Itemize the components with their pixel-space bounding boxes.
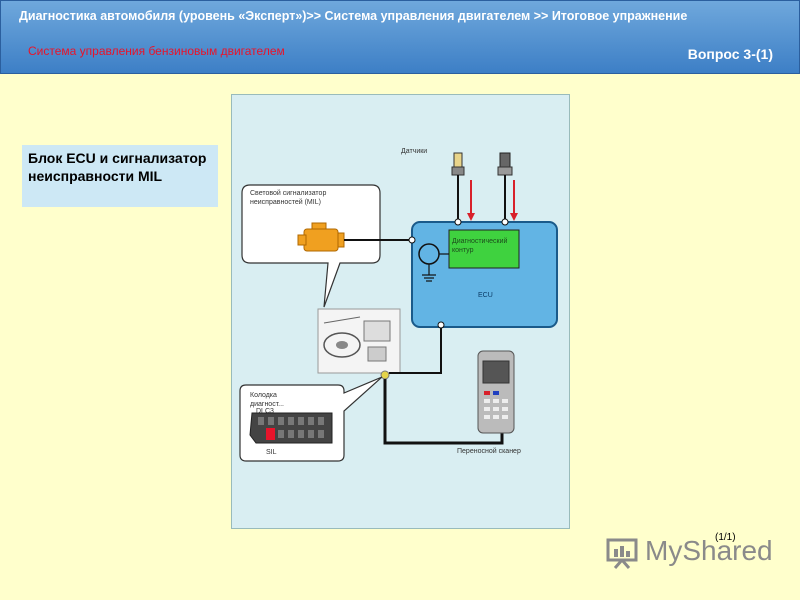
header-bar: Диагностика автомобиля (уровень «Эксперт…	[0, 0, 800, 74]
scanner-label: Переносной сканер	[457, 448, 521, 455]
presentation-icon	[606, 538, 638, 569]
ecu-box	[411, 221, 558, 328]
diagnostic-circuit-label: Диагностический контур	[452, 238, 508, 254]
diagnostic-circuit-box	[448, 229, 520, 269]
section-subtitle: Система управления бензиновым двигателем	[28, 44, 285, 58]
mil-label: Световой сигнализатор неисправностей (MI…	[250, 190, 327, 206]
dlc-title-label: Колодка диагност...	[250, 392, 284, 408]
scanner-cable	[383, 379, 504, 445]
topic-label: Блок ECU и сигнализатор неисправности MI…	[22, 145, 218, 207]
dashboard-icon	[317, 308, 401, 374]
sensor-left-icon	[451, 152, 465, 222]
ecu-mil-diagram: Датчики Световой сигнализатор неисправно…	[231, 94, 570, 529]
question-number: Вопрос 3-(1)	[687, 46, 773, 62]
breadcrumb: Диагностика автомобиля (уровень «Эксперт…	[19, 9, 688, 23]
ecu-label: ECU	[478, 292, 493, 299]
watermark-logo: MyShared	[605, 535, 775, 571]
check-engine-icon	[297, 222, 345, 252]
sensors-label: Датчики	[401, 148, 428, 155]
watermark-text: MyShared	[645, 535, 773, 566]
sensor-right-icon	[497, 152, 513, 222]
page-number: (1/1)	[715, 532, 736, 543]
dlc3-connector-icon	[249, 412, 333, 444]
diagram-graphics	[239, 152, 558, 462]
dlc3-label: DLC3	[256, 408, 274, 415]
sil-label: SIL	[266, 449, 277, 456]
portable-scanner-icon	[477, 350, 515, 434]
ecu-dlc-wire	[389, 325, 442, 374]
dlc-connector-point	[380, 370, 390, 380]
